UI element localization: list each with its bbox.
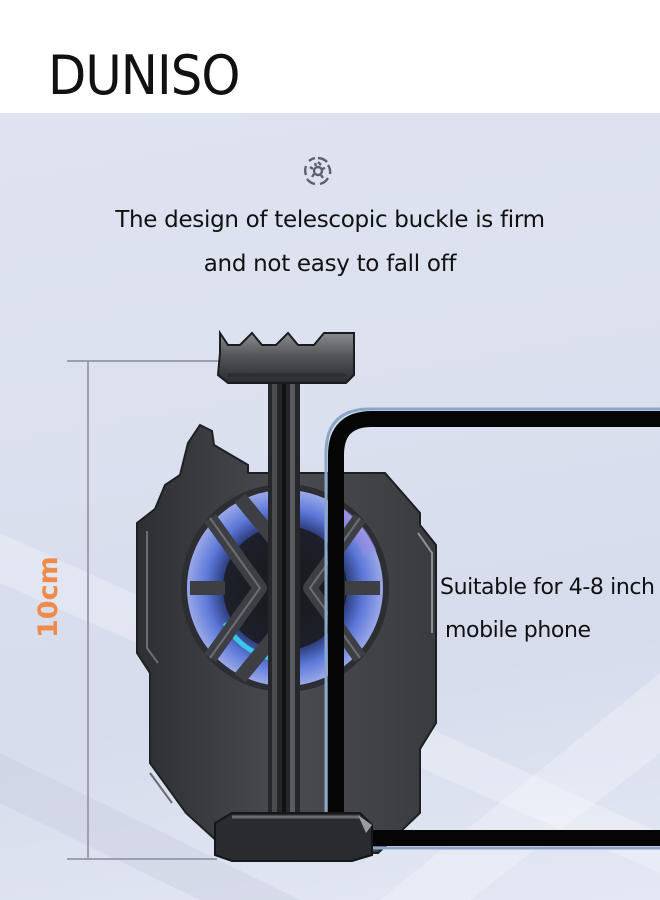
dimension-line-bottom (67, 858, 217, 860)
dimension-line-vertical (87, 360, 89, 859)
brand-name: DUNISO (48, 44, 240, 107)
fan-gear-icon (304, 156, 332, 186)
phone-cooler-illustration (136, 329, 660, 862)
compatibility-line1: Suitable for 4-8 inch (440, 575, 655, 600)
feature-headline-line1: The design of telescopic buckle is firm (115, 207, 545, 233)
feature-headline-line2: and not easy to fall off (203, 251, 457, 277)
dimension-line-top (67, 360, 227, 362)
product-showcase: The design of telescopic buckle is firm … (0, 113, 660, 900)
compatibility-line2: mobile phone (445, 618, 591, 643)
brand-header: DUNISO (0, 0, 660, 113)
